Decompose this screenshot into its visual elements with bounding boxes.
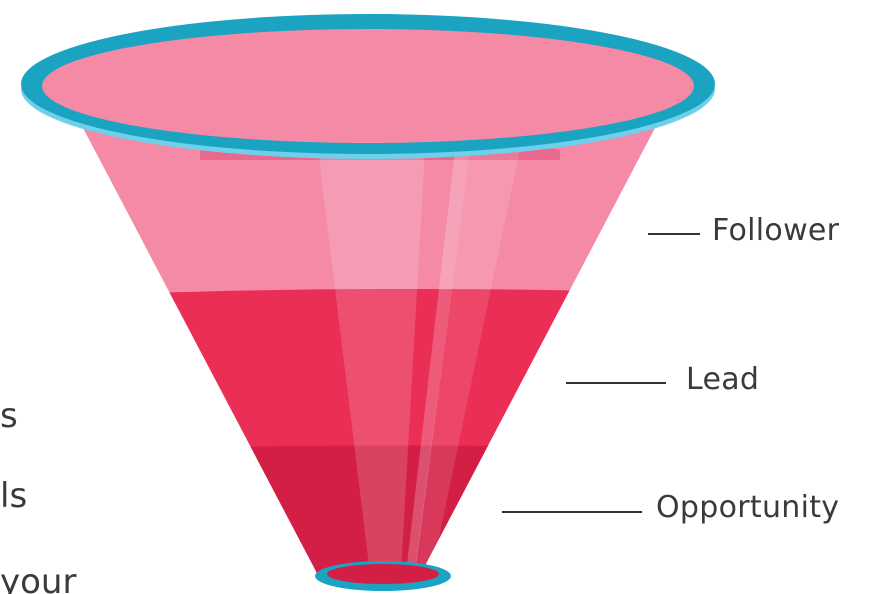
funnel-light-streak [318,150,425,575]
label-opportunity: Opportunity [656,490,840,525]
funnel-light-streak [404,150,470,575]
label-follower: Follower [712,213,840,248]
leader-line-follower [648,233,700,235]
side-text-line-3: your [0,562,77,594]
label-lead: Lead [686,362,760,397]
side-text-line-2: ls [0,476,28,516]
funnel-light-streak [412,150,520,575]
funnel-spout-opening [327,564,439,584]
leader-line-opportunity [502,511,642,513]
side-text-line-1: s [0,396,18,436]
leader-line-lead [566,382,666,384]
funnel-rim-opening [42,29,694,143]
